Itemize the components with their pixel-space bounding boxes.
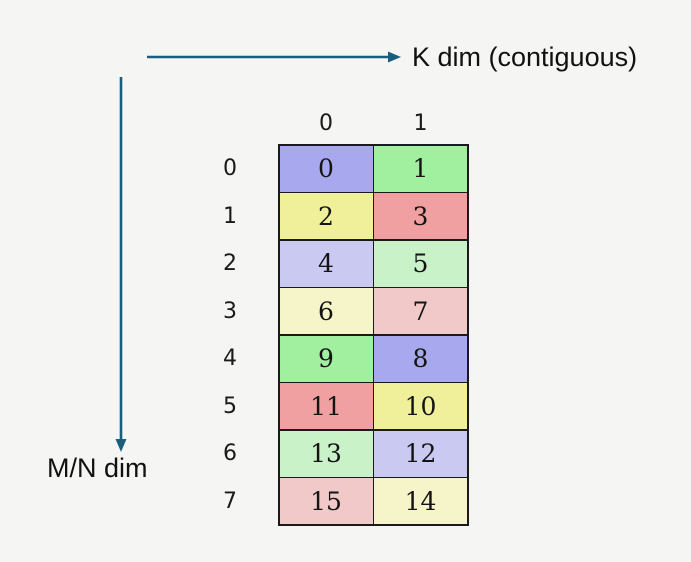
matrix-cell: 9: [279, 335, 373, 382]
matrix-cell: 15: [279, 478, 373, 524]
row-header: 3: [223, 298, 237, 324]
row-header: 2: [223, 251, 237, 277]
matrix-cell: 11: [279, 383, 373, 429]
matrix-cell: 8: [374, 335, 467, 382]
matrix-cell: 1: [374, 145, 467, 192]
row-header: 7: [223, 488, 237, 514]
row-header: 4: [223, 346, 237, 372]
matrix-cell: 10: [374, 383, 467, 429]
mn-dim-label: M/N dim: [47, 453, 148, 483]
column-header: 0: [319, 110, 333, 136]
matrix-cell: 14: [374, 478, 467, 524]
row-header: 5: [223, 393, 237, 419]
matrix-cell: 12: [374, 430, 467, 477]
k-dim-label: K dim (contiguous): [412, 42, 638, 72]
row-header: 1: [223, 203, 237, 229]
matrix-cell: 3: [374, 193, 467, 239]
k-dim-arrow: [147, 51, 401, 63]
matrix-cell: 13: [279, 430, 373, 477]
matrix-cell: 6: [279, 288, 373, 334]
matrix-cell: 5: [374, 240, 467, 287]
matrix-cell: 0: [279, 145, 373, 192]
matrix-cell: 2: [279, 193, 373, 239]
column-header: 1: [413, 110, 428, 136]
row-headers: 0 1 2 3 4 5 6 7: [205, 145, 255, 525]
matrix-cell: 7: [374, 288, 467, 334]
mn-dim-arrow: [115, 77, 127, 452]
matrix-cell: 4: [279, 240, 373, 287]
column-headers: 0 1: [278, 104, 469, 142]
memory-matrix: 0 1 2 3 4 5 6 7 9 8 11 10 13 12 15 14: [278, 144, 469, 526]
row-header: 6: [223, 441, 237, 467]
row-header: 0: [223, 156, 237, 182]
